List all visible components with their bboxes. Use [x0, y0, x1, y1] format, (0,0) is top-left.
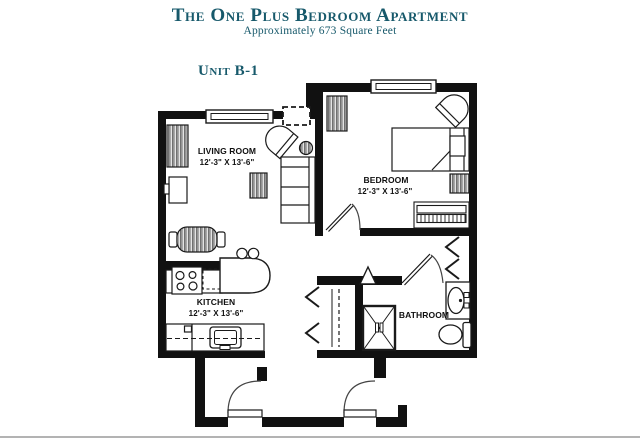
bifold-door-icon [304, 322, 320, 344]
bifold-door-icon [444, 258, 460, 280]
stove [171, 266, 203, 295]
coat-closet [304, 286, 340, 347]
page-title: The One Plus Bedroom Apartment [171, 5, 469, 26]
unit-label: Unit B-1 [198, 63, 259, 79]
vestibule-left-wall [195, 358, 205, 424]
entry-doors [227, 380, 377, 418]
hall-triangle-marker [358, 265, 378, 285]
bottom-wall-a [195, 417, 228, 427]
bottom-wall-c [376, 417, 407, 427]
kitchen-label: KITCHEN [196, 297, 236, 307]
bathroom-fixtures [361, 236, 472, 352]
kitchen-bottom-wall [158, 351, 265, 358]
bedroom-south-wall [360, 228, 477, 236]
page-subtitle: Approximately 673 Square Feet [243, 25, 397, 37]
bifold-door-icon [304, 286, 320, 308]
bottom-wall-b [262, 417, 344, 427]
living-room-window [205, 109, 274, 124]
entry-door [343, 380, 377, 418]
kitchen-sink [209, 326, 242, 350]
image-bottom-edge [0, 436, 640, 438]
bottom-wall-cap [398, 405, 407, 418]
bar-stool [236, 247, 248, 260]
sofa [280, 156, 316, 224]
hall-top-wall [317, 276, 402, 285]
bedroom-window [370, 79, 437, 94]
tv-cabinet [163, 176, 188, 204]
entry-door [227, 380, 263, 418]
side-table [298, 140, 314, 156]
bedroom-shelf [326, 95, 348, 132]
bedroom-door [325, 203, 361, 232]
living-shelf [166, 124, 189, 168]
bedroom-furniture [325, 94, 470, 232]
bedroom-label: BEDROOM [363, 175, 409, 185]
door-stub-1 [257, 367, 267, 381]
kitchen-fixtures [165, 247, 271, 352]
door-stub-2 [374, 358, 386, 378]
bathroom-bottom-wall [317, 350, 477, 358]
kitchen-lower-counter [165, 323, 265, 352]
bedroom-closet [413, 201, 470, 229]
step-wall [306, 92, 315, 119]
living-room-dimensions: 12'-3" X 13'-6" [199, 158, 255, 167]
bifold-door-icon [444, 236, 460, 258]
bathroom-left-wall [355, 283, 363, 353]
living-room-label: LIVING ROOM [197, 146, 257, 156]
bathroom-door [401, 253, 444, 286]
bed [391, 127, 470, 172]
wall-unit-dashed-box [282, 106, 311, 126]
kitchen-dimensions: 12'-3" X 13'-6" [188, 309, 244, 318]
left-wall [158, 111, 166, 358]
bathroom-label: BATHROOM [398, 310, 450, 320]
right-wall [469, 83, 477, 358]
living-rug [249, 172, 268, 199]
dining-table [168, 226, 226, 253]
bedroom-dresser [449, 173, 470, 194]
living-bedroom-divider-wall [315, 92, 323, 236]
armchair [265, 125, 299, 160]
kitchen-peninsula [219, 257, 271, 294]
bar-stool [247, 247, 260, 260]
toilet [438, 321, 472, 349]
bedroom-chair [434, 94, 469, 129]
living-room-furniture [163, 124, 316, 253]
bathroom-sink [445, 281, 471, 320]
kitchen-half-wall [163, 261, 222, 270]
shower [361, 304, 397, 352]
bedroom-dimensions: 12'-3" X 13'-6" [357, 187, 413, 196]
